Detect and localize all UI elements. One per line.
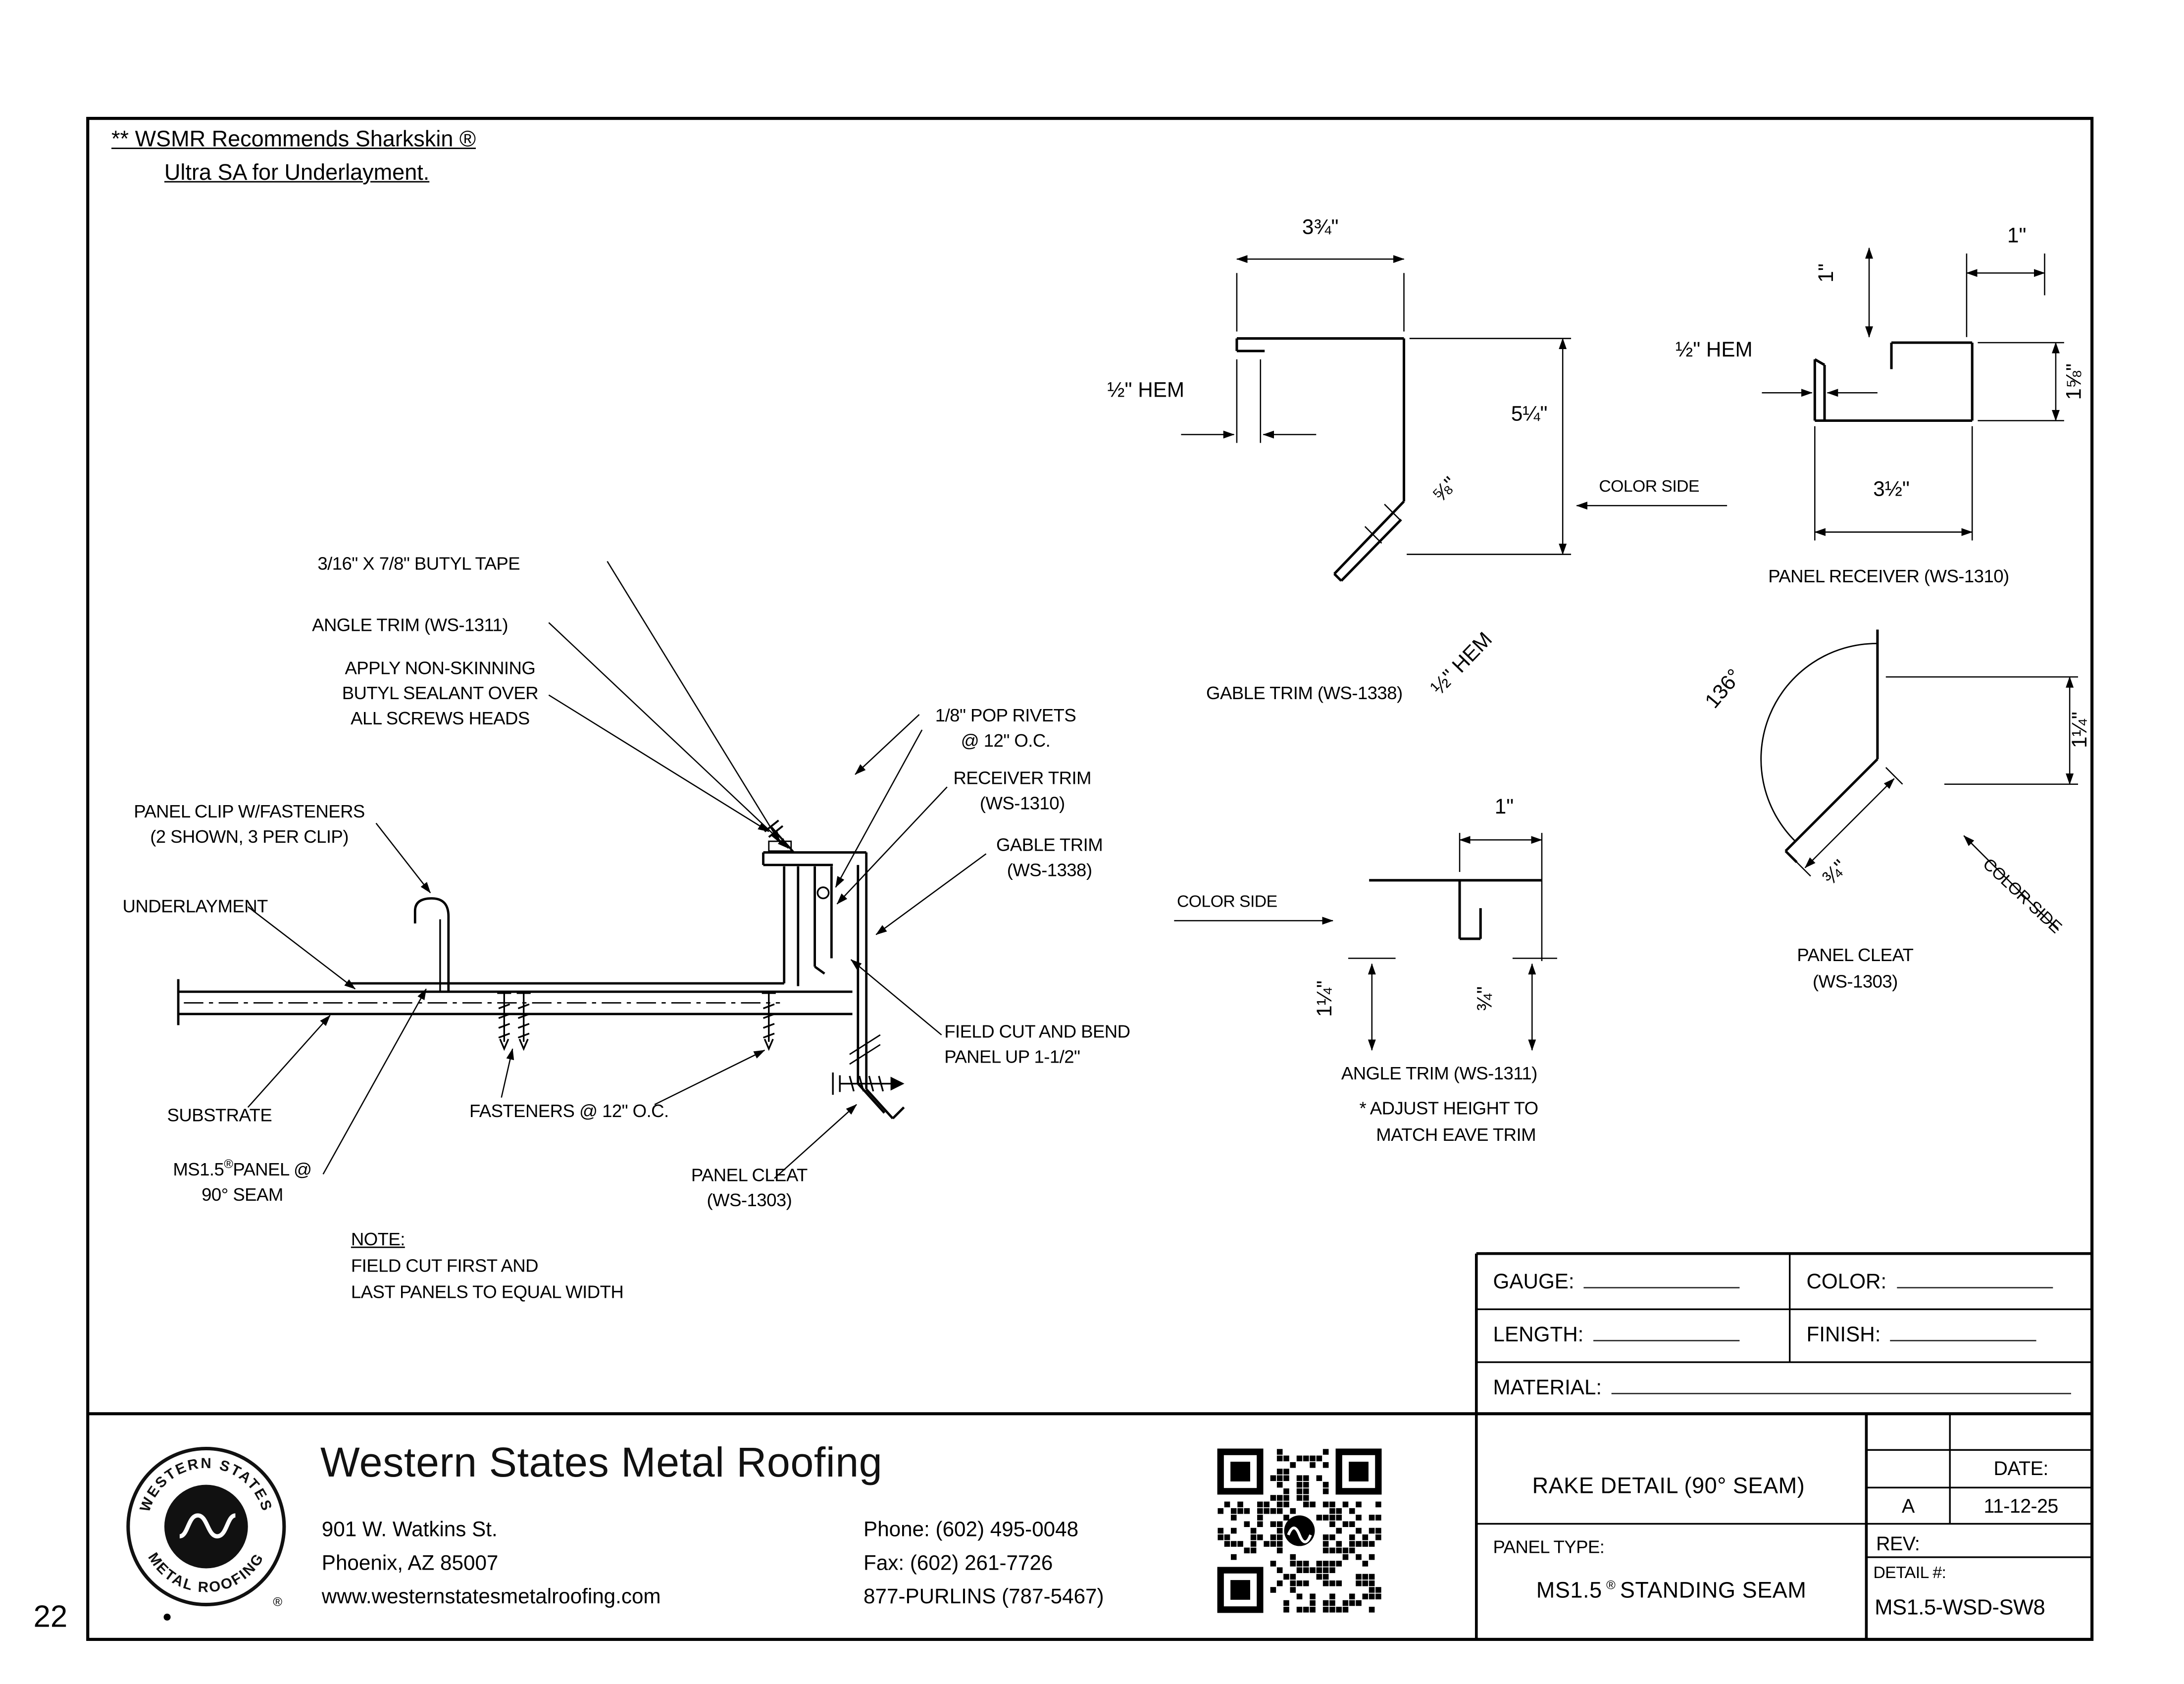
cleat-caption-1: PANEL CLEAT bbox=[1797, 944, 1914, 966]
rake-section-drawing bbox=[177, 819, 905, 1120]
panel-type-label: PANEL TYPE: bbox=[1493, 1536, 1605, 1557]
angle-trim-dim-top: 1" bbox=[1494, 795, 1514, 819]
callout-field-cut: FIELD CUT AND BEND PANEL UP 1-1/2" bbox=[944, 1021, 1130, 1067]
cleat-dim-vertical: 1¼" bbox=[2068, 712, 2092, 748]
gable-dim-height: 5¼" bbox=[1511, 402, 1548, 426]
material-field: MATERIAL: bbox=[1493, 1376, 2072, 1401]
receiver-dim-top: 1" bbox=[2007, 224, 2027, 248]
gable-color-side: COLOR SIDE bbox=[1599, 476, 1699, 496]
company-website: www.westernstatesmetalroofing.com bbox=[321, 1585, 661, 1609]
length-field: LENGTH: bbox=[1493, 1323, 1740, 1348]
receiver-caption: PANEL RECEIVER (WS-1310) bbox=[1768, 565, 2009, 587]
rev-value: A bbox=[1901, 1494, 1915, 1517]
company-phone: Phone: (602) 495-0048 bbox=[863, 1518, 1079, 1542]
length-blank bbox=[1593, 1323, 1740, 1341]
color-field: COLOR: bbox=[1806, 1270, 2052, 1295]
receiver-hem: ½" HEM bbox=[1676, 338, 1753, 362]
callout-gable-trim: GABLE TRIM (WS-1338) bbox=[996, 834, 1103, 880]
gable-dim-width: 3¾" bbox=[1302, 216, 1339, 240]
qr-code bbox=[1217, 1448, 1382, 1613]
callout-butyl-tape: 3/16" X 7/8" BUTYL TAPE bbox=[317, 553, 520, 574]
angle-trim-dim-left: 1¼" bbox=[1313, 980, 1337, 1017]
leader-lines bbox=[247, 561, 987, 1179]
callout-receiver-trim: RECEIVER TRIM (WS-1310) bbox=[953, 767, 1091, 814]
callout-sealant: APPLY NON-SKINNING BUTYL SEALANT OVER AL… bbox=[342, 657, 539, 729]
callout-panel-clip: PANEL CLIP W/FASTENERS (2 SHOWN, 3 PER C… bbox=[134, 801, 365, 847]
angle-trim-profile bbox=[1174, 833, 1557, 1051]
section-note: NOTE: FIELD CUT FIRST AND LAST PANELS TO… bbox=[351, 1228, 624, 1303]
panel-type-value: MS1.5®STANDING SEAM bbox=[1536, 1578, 1807, 1603]
finish-field: FINISH: bbox=[1806, 1323, 2037, 1348]
page-number: 22 bbox=[33, 1599, 68, 1634]
company-fax: Fax: (602) 261-7726 bbox=[863, 1551, 1053, 1576]
date-value: 11-12-25 bbox=[1983, 1494, 2059, 1517]
angle-trim-dim-right: ¾" bbox=[1473, 986, 1497, 1012]
panel-receiver-profile bbox=[1762, 247, 2064, 541]
company-address-1: 901 W. Watkins St. bbox=[321, 1518, 498, 1542]
finish-blank bbox=[1890, 1323, 2037, 1341]
receiver-dim-left: 1" bbox=[1815, 263, 1839, 283]
material-blank bbox=[1611, 1376, 2072, 1394]
callout-angle-trim: ANGLE TRIM (WS-1311) bbox=[312, 614, 508, 635]
callout-panel: MS1.5®PANEL @ 90° SEAM bbox=[173, 1157, 312, 1205]
sheet-border-grid bbox=[86, 117, 2094, 1641]
angle-trim-color-side: COLOR SIDE bbox=[1176, 891, 1277, 911]
company-address-2: Phoenix, AZ 85007 bbox=[321, 1551, 499, 1576]
fastener-screws bbox=[497, 992, 776, 1051]
gable-caption: GABLE TRIM (WS-1338) bbox=[1206, 682, 1403, 704]
color-blank bbox=[1896, 1270, 2052, 1289]
gable-trim-profile bbox=[1181, 255, 1727, 582]
callout-underlayment: UNDERLAYMENT bbox=[122, 895, 268, 917]
angle-trim-caption: ANGLE TRIM (WS-1311) bbox=[1341, 1063, 1537, 1084]
callout-fasteners: FASTENERS @ 12" O.C. bbox=[469, 1100, 669, 1122]
gable-hem-left: ½" HEM bbox=[1107, 379, 1185, 403]
company-logo: WESTERN STATES METAL ROOFING bbox=[126, 1447, 286, 1621]
detail-number-label: DETAIL #: bbox=[1873, 1563, 1946, 1582]
company-toll-free: 877-PURLINS (787-5467) bbox=[863, 1585, 1104, 1609]
date-label: DATE: bbox=[1993, 1457, 2049, 1480]
rev-label: REV: bbox=[1876, 1532, 1920, 1555]
callout-substrate: SUBSTRATE bbox=[167, 1104, 272, 1125]
underlayment-note-line2: Ultra SA for Underlayment. bbox=[164, 161, 430, 186]
receiver-dim-bottom: 3½" bbox=[1873, 477, 1910, 502]
angle-trim-note-2: MATCH EAVE TRIM bbox=[1376, 1124, 1536, 1145]
panel-cleat-profile bbox=[1760, 629, 2078, 931]
gauge-field: GAUGE: bbox=[1493, 1270, 1740, 1295]
logo-bullet-dot bbox=[163, 1613, 171, 1621]
callout-panel-cleat: PANEL CLEAT (WS-1303) bbox=[691, 1164, 808, 1211]
company-name: Western States Metal Roofing bbox=[320, 1440, 883, 1486]
cleat-caption-2: (WS-1303) bbox=[1813, 970, 1898, 992]
logo-registered-mark: ® bbox=[273, 1594, 282, 1609]
receiver-dim-right: 1⅝" bbox=[2063, 363, 2086, 400]
underlayment-note-line1: ** WSMR Recommends Sharkskin ® bbox=[111, 128, 476, 152]
detail-number-value: MS1.5-WSD-SW8 bbox=[1875, 1596, 2045, 1620]
horizontal-screw bbox=[832, 1072, 905, 1095]
detail-title: RAKE DETAIL (90° SEAM) bbox=[1532, 1475, 1805, 1499]
angle-trim-note-1: * ADJUST HEIGHT TO bbox=[1359, 1097, 1538, 1119]
gauge-blank bbox=[1584, 1270, 1740, 1289]
callout-pop-rivets: 1/8" POP RIVETS @ 12" O.C. bbox=[935, 705, 1076, 751]
